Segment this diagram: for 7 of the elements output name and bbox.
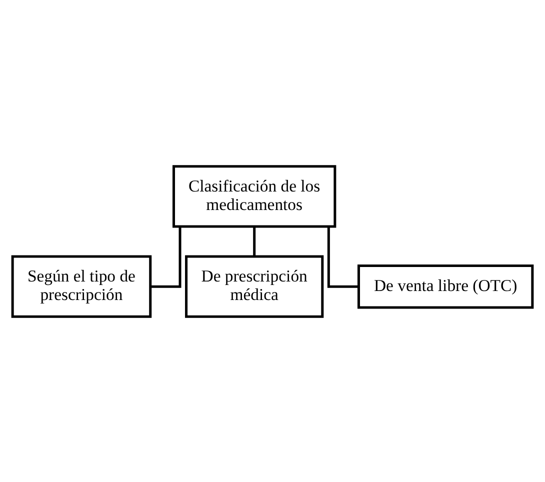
connector (327, 226, 358, 288)
connector (253, 226, 256, 256)
connector (150, 226, 182, 288)
node-box: De prescripción médica (185, 254, 324, 318)
node-box: Clasificación de los medicamentos (172, 164, 336, 228)
node-box: Según el tipo de prescripción (11, 254, 152, 318)
node-box: De venta libre (OTC) (357, 264, 534, 308)
